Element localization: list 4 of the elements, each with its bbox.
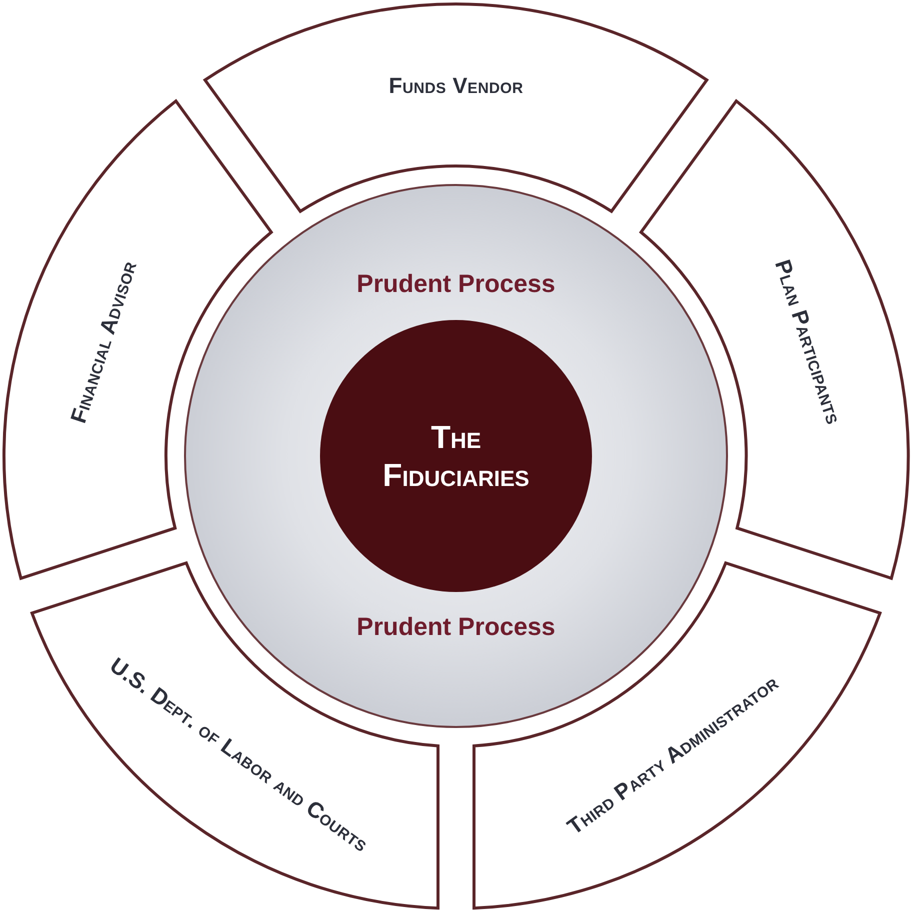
process-label: Prudent Process (356, 270, 556, 299)
segment-label: Funds Vendor (388, 73, 524, 99)
process-label: Prudent Process (356, 613, 556, 642)
center-label: The Fiduciaries (382, 418, 530, 494)
